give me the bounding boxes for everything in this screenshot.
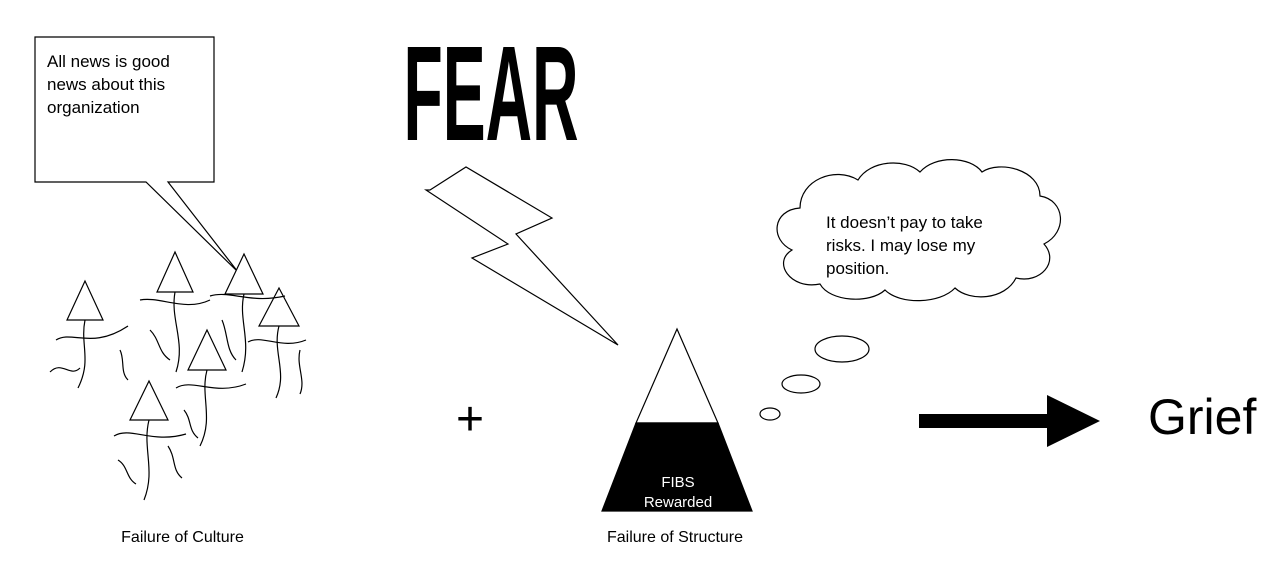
pyramid-top (635, 327, 719, 424)
lightning-bolt (423, 166, 619, 346)
person-head (66, 279, 104, 321)
person-head (156, 250, 194, 293)
caption-structure: Failure of Structure (606, 529, 744, 546)
pyramid-base (601, 422, 753, 512)
fear-word: FEAR (404, 18, 579, 169)
speech-bubble-text: All news is good news about this organiz… (47, 52, 170, 117)
speech-bubble (34, 36, 239, 273)
thought-dot (814, 335, 870, 363)
thought-bubble-text: It doesn’t pay to take risks. I may lose… (826, 213, 983, 278)
people-group (49, 250, 307, 501)
result-label: Grief (1148, 389, 1257, 445)
person-head (187, 328, 227, 371)
arrow-shaft (919, 414, 1049, 428)
pyramid-label: FIBS Rewarded (643, 474, 713, 511)
plus-operator: + (456, 393, 485, 446)
person-head (258, 286, 300, 327)
arrow-head (1047, 395, 1100, 447)
person-head (224, 252, 264, 295)
thought-dot (759, 407, 781, 421)
person-head (129, 379, 169, 421)
thought-cloud (776, 159, 1061, 302)
thought-dot (781, 374, 821, 394)
caption-culture: Failure of Culture (121, 529, 244, 546)
